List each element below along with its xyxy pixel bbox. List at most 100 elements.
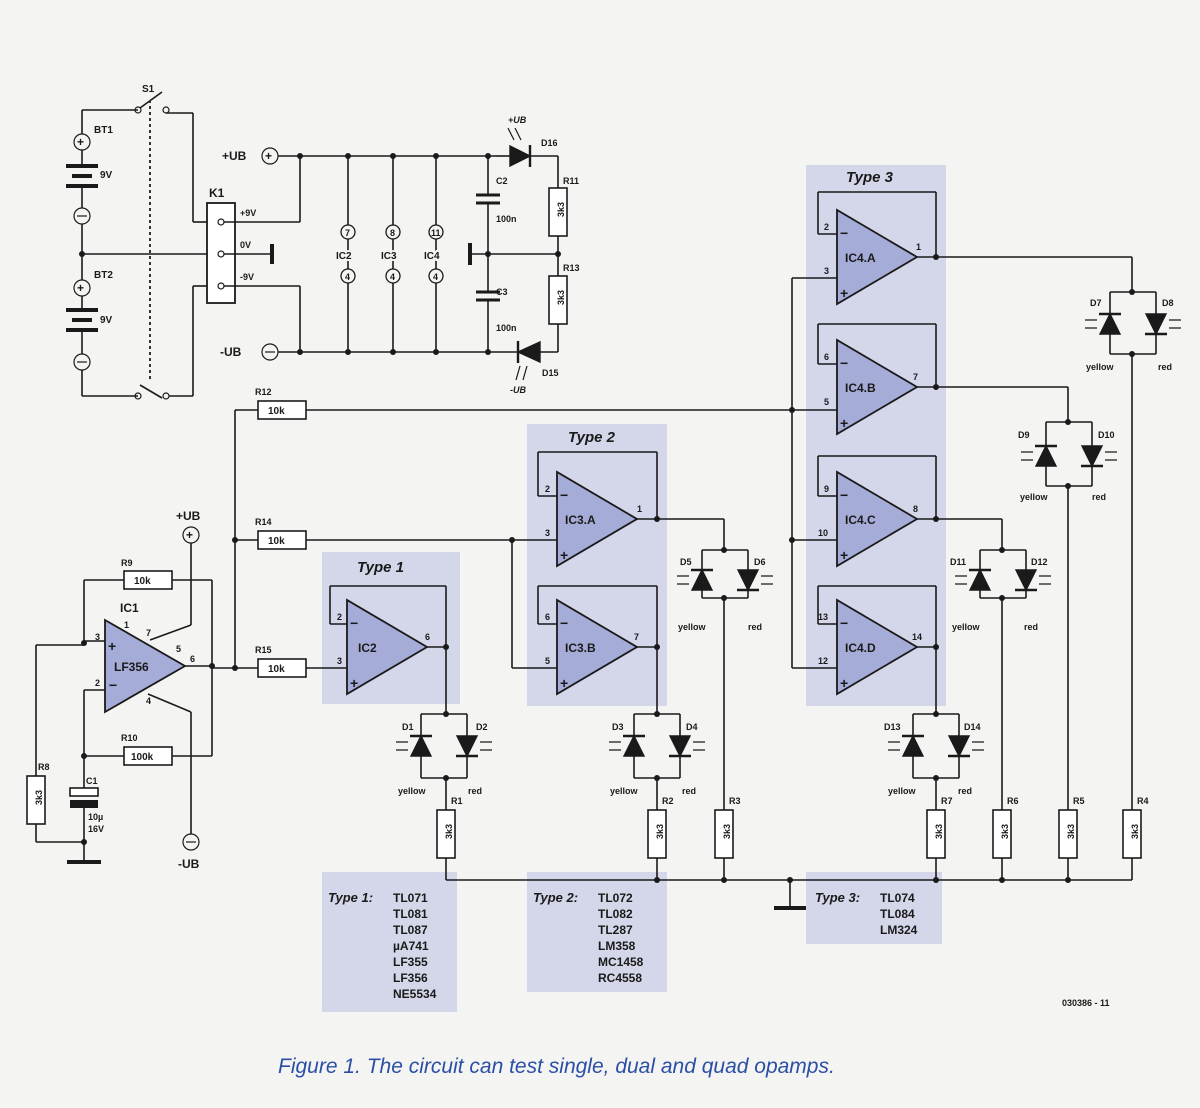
ic1-part: LF356 [114,660,149,674]
ic4-supply-label: IC4 [424,251,440,262]
d3-color: yellow [610,786,639,796]
k1-pin-zero: 0V [240,240,251,250]
plus-ub-rail-label: +UB [222,149,247,163]
ic2-supply-pin-top: 7 [345,228,350,238]
ic4a-pin-non: 3 [824,266,829,276]
type2-part: TL287 [598,923,633,937]
svg-text:+: + [77,135,84,149]
ic1-label: IC1 [120,601,139,615]
minus-ub-rail-label: -UB [220,345,242,359]
svg-text:+: + [840,675,848,691]
d15-label: D15 [542,368,559,378]
r6-label: R6 [1007,796,1019,806]
ic4b-label: IC4.B [845,381,876,395]
ic4d-pin-out: 14 [912,632,922,642]
d16-ub-label: +UB [508,115,527,125]
ic4a-label: IC4.A [845,251,876,265]
type1-part: TL071 [393,891,428,905]
ic2-pin-inv: 2 [337,612,342,622]
c3-value: 100n [496,323,517,333]
type2-list-label: Type 2: [533,890,578,905]
ic3a-label: IC3.A [565,513,596,527]
svg-text:−: − [840,225,848,241]
k1-pin-pos: +9V [240,208,256,218]
r10-label: R10 [121,733,138,743]
ic1-pin1: 1 [124,620,129,630]
svg-text:−: − [350,615,358,631]
ic3b-pin-non: 5 [545,656,550,666]
d2-color: red [468,786,482,796]
type2-part: TL072 [598,891,633,905]
r15-label: R15 [255,645,272,655]
type1-part: TL081 [393,907,428,921]
type2-part: RC4558 [598,971,642,985]
ic4b-pin-out: 7 [913,372,918,382]
ic3a-pin-out: 1 [637,504,642,514]
ic2-pin-non: 3 [337,656,342,666]
r4-value: 3k3 [1130,824,1140,839]
type1-section: Type 1 IC2 − + 2 3 6 D1 D2 yellow red R1 [328,559,492,1001]
r8-label: R8 [38,762,50,772]
oscillator-ic1: 10k R12 10k R14 10k R15 LF356 IC1 + − 3 … [26,387,792,871]
c1-value: 10µ [88,812,103,822]
d10-label: D10 [1098,430,1115,440]
d1-color: yellow [398,786,427,796]
d12-color: red [1024,622,1038,632]
d12-label: D12 [1031,557,1048,567]
d4-color: red [682,786,696,796]
type1-part: LF355 [393,955,428,969]
power-supply: + BT1 9V + BT2 9V [66,84,580,400]
ic4c-pin-non: 10 [818,528,828,538]
svg-text:+: + [108,638,116,654]
d3-label: D3 [612,722,624,732]
d11-label: D11 [950,557,966,567]
k1-label: K1 [209,186,225,200]
ic1-pin2: 2 [95,678,100,688]
ic3-supply-label: IC3 [381,251,397,262]
r7-label: R7 [941,796,953,806]
bt2-label: BT2 [94,270,113,281]
r9-label: R9 [121,558,133,568]
type2-part: LM358 [598,939,636,953]
svg-text:+: + [77,281,84,295]
c1-voltage: 16V [88,824,104,834]
ic4b-pin-non: 5 [824,397,829,407]
c2-label: C2 [496,176,508,186]
r1-label: R1 [451,796,463,806]
r10-value: 100k [131,752,154,763]
svg-text:+: + [560,675,568,691]
svg-text:−: − [560,615,568,631]
r3-label: R3 [729,796,741,806]
d11-color: yellow [952,622,981,632]
type1-title: Type 1 [357,559,404,576]
bt1-voltage: 9V [100,170,113,181]
svg-text:−: − [840,355,848,371]
svg-text:+: + [840,415,848,431]
ic3b-pin-out: 7 [634,632,639,642]
r7-value: 3k3 [934,824,944,839]
d14-color: red [958,786,972,796]
type1-part: TL087 [393,923,428,937]
ic1-pin6: 6 [190,654,195,664]
r6-value: 3k3 [1000,824,1010,839]
ic4a-pin-out: 1 [916,242,921,252]
svg-text:+: + [840,285,848,301]
svg-text:−: − [840,487,848,503]
r12-label: R12 [255,387,272,397]
r14-value: 10k [268,536,285,547]
k1-pin-neg: -9V [240,272,254,282]
r4-label: R4 [1137,796,1149,806]
type3-part: TL084 [880,907,915,921]
figure-caption: Figure 1. The circuit can test single, d… [278,1055,835,1078]
d10-color: red [1092,492,1106,502]
ic4-supply-pin-top: 11 [431,228,441,238]
ic3a-pin-non: 3 [545,528,550,538]
ic3-supply-pin-bottom: 4 [390,272,395,282]
r5-value: 3k3 [1066,824,1076,839]
d13-color: yellow [888,786,917,796]
ic4d-pin-inv: 13 [818,612,828,622]
type3-list-label: Type 3: [815,890,860,905]
ic4b-pin-inv: 6 [824,352,829,362]
ic2-pin-out: 6 [425,632,430,642]
